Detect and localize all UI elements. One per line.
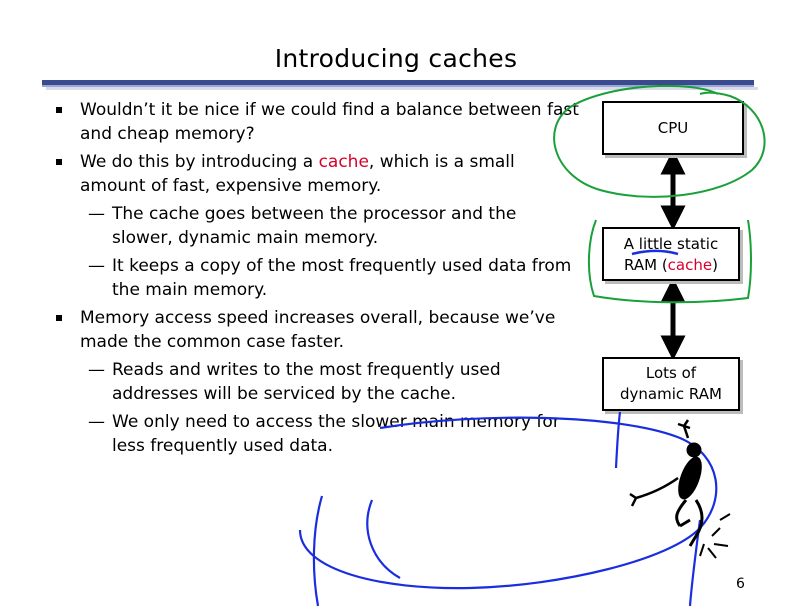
dash-marker: — xyxy=(88,412,105,432)
dash-marker: — xyxy=(88,256,105,276)
title-rule xyxy=(42,80,754,85)
sub-bullet-text: We only need to access the slower main m… xyxy=(112,412,560,456)
cpu-box: CPU xyxy=(602,101,744,155)
dram-box: Lots of dynamic RAM xyxy=(602,357,740,411)
blue-ink-tick xyxy=(614,411,622,469)
blue-ink-left-curve xyxy=(312,495,324,607)
bullet-item: We do this by introducing a cache, which… xyxy=(50,150,580,198)
sub-bullet-item: — The cache goes between the processor a… xyxy=(50,202,580,250)
cache-label-line2: RAM (cache) xyxy=(604,255,738,276)
cache-box: A little static RAM (cache) xyxy=(602,227,740,281)
cache-label-suffix: ) xyxy=(712,256,718,274)
dash-marker: — xyxy=(88,204,105,224)
bullet-item: Wouldn’t it be nice if we could find a b… xyxy=(50,98,580,146)
bullet-list: Wouldn’t it be nice if we could find a b… xyxy=(50,98,580,462)
bullet-marker xyxy=(56,159,62,165)
cache-label-prefix: RAM ( xyxy=(624,256,668,274)
blue-ink-underline xyxy=(631,249,679,256)
sub-bullet-text: Reads and writes to the most frequently … xyxy=(112,360,501,404)
sub-bullet-item: — Reads and writes to the most frequentl… xyxy=(50,358,580,406)
page-number: 6 xyxy=(736,576,745,592)
bullet-text: Wouldn’t it be nice if we could find a b… xyxy=(80,100,579,144)
bullet-text: Memory access speed increases overall, b… xyxy=(80,308,556,352)
title-rule-shadow xyxy=(46,87,758,90)
blue-ink-inner-curve xyxy=(366,499,401,579)
slide-title: Introducing caches xyxy=(274,44,518,73)
bullet-text: , which is a small amount of fast, expen… xyxy=(80,152,515,196)
bullet-item: Memory access speed increases overall, b… xyxy=(50,306,580,354)
sub-bullet-text: The cache goes between the processor and… xyxy=(112,204,517,248)
dash-marker: — xyxy=(88,360,105,380)
cache-label-line1: A little static xyxy=(623,235,719,253)
green-ink-circle xyxy=(553,84,766,198)
dram-label-line2: dynamic RAM xyxy=(620,385,722,403)
title-rule-highlight xyxy=(42,85,754,87)
dram-label-line1: Lots of xyxy=(645,364,697,382)
falling-figure-icon xyxy=(629,419,731,559)
bullet-text: We do this by introducing a xyxy=(80,152,319,172)
bullet-marker xyxy=(56,107,62,113)
sub-bullet-item: — We only need to access the slower main… xyxy=(50,410,580,458)
sub-bullet-item: — It keeps a copy of the most frequently… xyxy=(50,254,580,302)
cache-label-keyword: cache xyxy=(667,256,713,274)
green-ink-bracket xyxy=(587,219,752,304)
sub-bullet-text: It keeps a copy of the most frequently u… xyxy=(112,256,572,300)
bullet-marker xyxy=(56,315,62,321)
blue-ink-circle xyxy=(298,416,718,590)
cache-keyword: cache xyxy=(318,152,369,172)
cpu-label: CPU xyxy=(657,119,689,137)
